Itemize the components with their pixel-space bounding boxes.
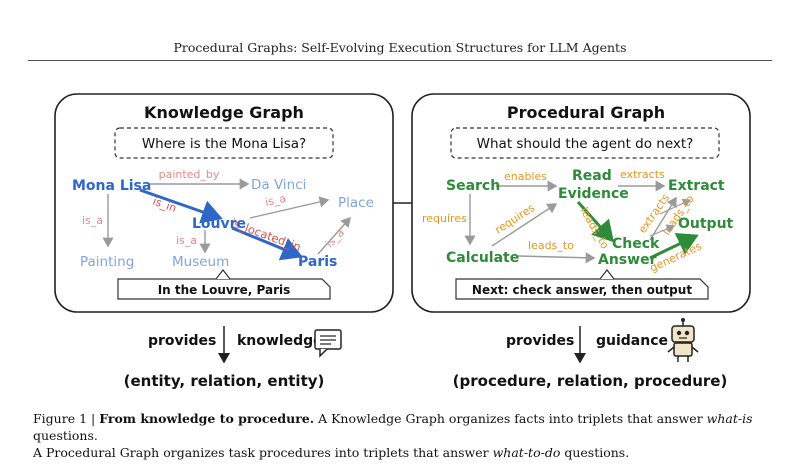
label-requires-1: requires bbox=[422, 212, 467, 225]
label-is-a-1: is_a bbox=[82, 214, 103, 227]
caption-part4: questions. bbox=[564, 445, 630, 460]
node-louvre: Louvre bbox=[192, 216, 246, 232]
figure-1: Knowledge Graph Where is the Mona Lisa? … bbox=[54, 93, 751, 390]
edge-answer-extract bbox=[649, 196, 677, 241]
kg-answer-box bbox=[117, 278, 331, 300]
edge-calculate-evidence bbox=[491, 203, 558, 247]
pg-answer-pointer bbox=[599, 269, 615, 280]
robot-icon bbox=[667, 318, 699, 362]
pg-answer-box bbox=[455, 278, 709, 300]
label-leads-to-2: leads_to bbox=[577, 205, 611, 251]
node-read: Read bbox=[572, 168, 612, 184]
label-extracts-1: extracts bbox=[620, 168, 665, 181]
node-extract: Extract bbox=[668, 178, 725, 194]
kg-provides-object: knowledge bbox=[237, 333, 323, 349]
edge-is-in bbox=[139, 188, 223, 224]
caption-label: Figure 1 | bbox=[33, 411, 96, 426]
node-evidence: Evidence bbox=[558, 186, 629, 202]
pg-provides-label: provides bbox=[506, 333, 574, 349]
pg-question-box bbox=[450, 127, 720, 159]
edge-paris-place bbox=[317, 216, 351, 255]
pg-panel-border bbox=[411, 93, 751, 313]
kg-panel-border bbox=[54, 93, 394, 313]
edge-check-extract bbox=[659, 198, 692, 215]
edge-output-check bbox=[649, 224, 676, 237]
node-answer: Answer bbox=[598, 252, 657, 268]
knowledge-graph-panel: Knowledge Graph Where is the Mona Lisa? … bbox=[54, 93, 394, 313]
node-output: Output bbox=[678, 216, 734, 232]
caption-part1: A Knowledge Graph organizes facts into t… bbox=[318, 411, 703, 426]
node-paris: Paris bbox=[298, 254, 337, 270]
node-painting: Painting bbox=[80, 254, 134, 270]
node-search: Search bbox=[446, 178, 500, 194]
kg-title: Knowledge Graph bbox=[144, 103, 304, 122]
caption-italic2: what-to-do bbox=[492, 445, 561, 460]
caption-part2: questions. bbox=[33, 428, 98, 443]
kg-triplet: (entity, relation, entity) bbox=[124, 372, 325, 390]
label-is-a-3: is_a bbox=[176, 234, 197, 247]
caption-italic1: what-is bbox=[706, 411, 753, 426]
edge-answer-output bbox=[649, 232, 699, 260]
node-museum: Museum bbox=[172, 254, 229, 270]
label-enables: enables bbox=[504, 170, 547, 183]
caption-part3: A Procedural Graph organizes task proced… bbox=[33, 445, 489, 460]
running-header: Procedural Graphs: Self-Evolving Executi… bbox=[173, 40, 627, 55]
node-mona-lisa: Mona Lisa bbox=[72, 178, 151, 194]
kg-question: Where is the Mona Lisa? bbox=[142, 136, 306, 152]
kg-answer: In the Louvre, Paris bbox=[158, 283, 291, 297]
node-place: Place bbox=[338, 195, 374, 211]
pg-question: What should the agent do next? bbox=[477, 136, 694, 152]
node-calculate: Calculate bbox=[446, 250, 519, 266]
procedural-graph-panel: Procedural Graph What should the agent d… bbox=[411, 93, 751, 313]
edge-evidence-check bbox=[576, 200, 615, 243]
caption-bold: From knowledge to procedure. bbox=[99, 411, 315, 426]
pg-provides-object: guidance bbox=[596, 333, 668, 349]
label-is-a-4: is_a bbox=[323, 226, 347, 250]
kg-question-box bbox=[114, 127, 334, 159]
kg-answer-pointer bbox=[215, 269, 231, 280]
label-painted-by: painted_by bbox=[159, 168, 220, 181]
header-rule bbox=[28, 60, 772, 61]
node-check: Check bbox=[612, 236, 660, 252]
pg-answer: Next: check answer, then output bbox=[472, 283, 692, 297]
kg-provides-label: provides bbox=[148, 333, 216, 349]
edge-calculate-answer bbox=[517, 252, 596, 264]
node-da-vinci: Da Vinci bbox=[251, 177, 306, 193]
pg-triplet: (procedure, relation, procedure) bbox=[453, 372, 728, 390]
pg-title: Procedural Graph bbox=[507, 103, 665, 122]
chat-bubble-icon bbox=[314, 329, 342, 358]
label-leads-to-1: leads_to bbox=[528, 239, 574, 252]
edge-louvre-place bbox=[249, 196, 330, 219]
label-is-a-2: is_a bbox=[264, 192, 287, 209]
figure-caption: Figure 1 | From knowledge to procedure. … bbox=[33, 410, 773, 461]
label-is-in: is_in bbox=[151, 195, 178, 216]
edge-is-located-in bbox=[231, 226, 303, 261]
